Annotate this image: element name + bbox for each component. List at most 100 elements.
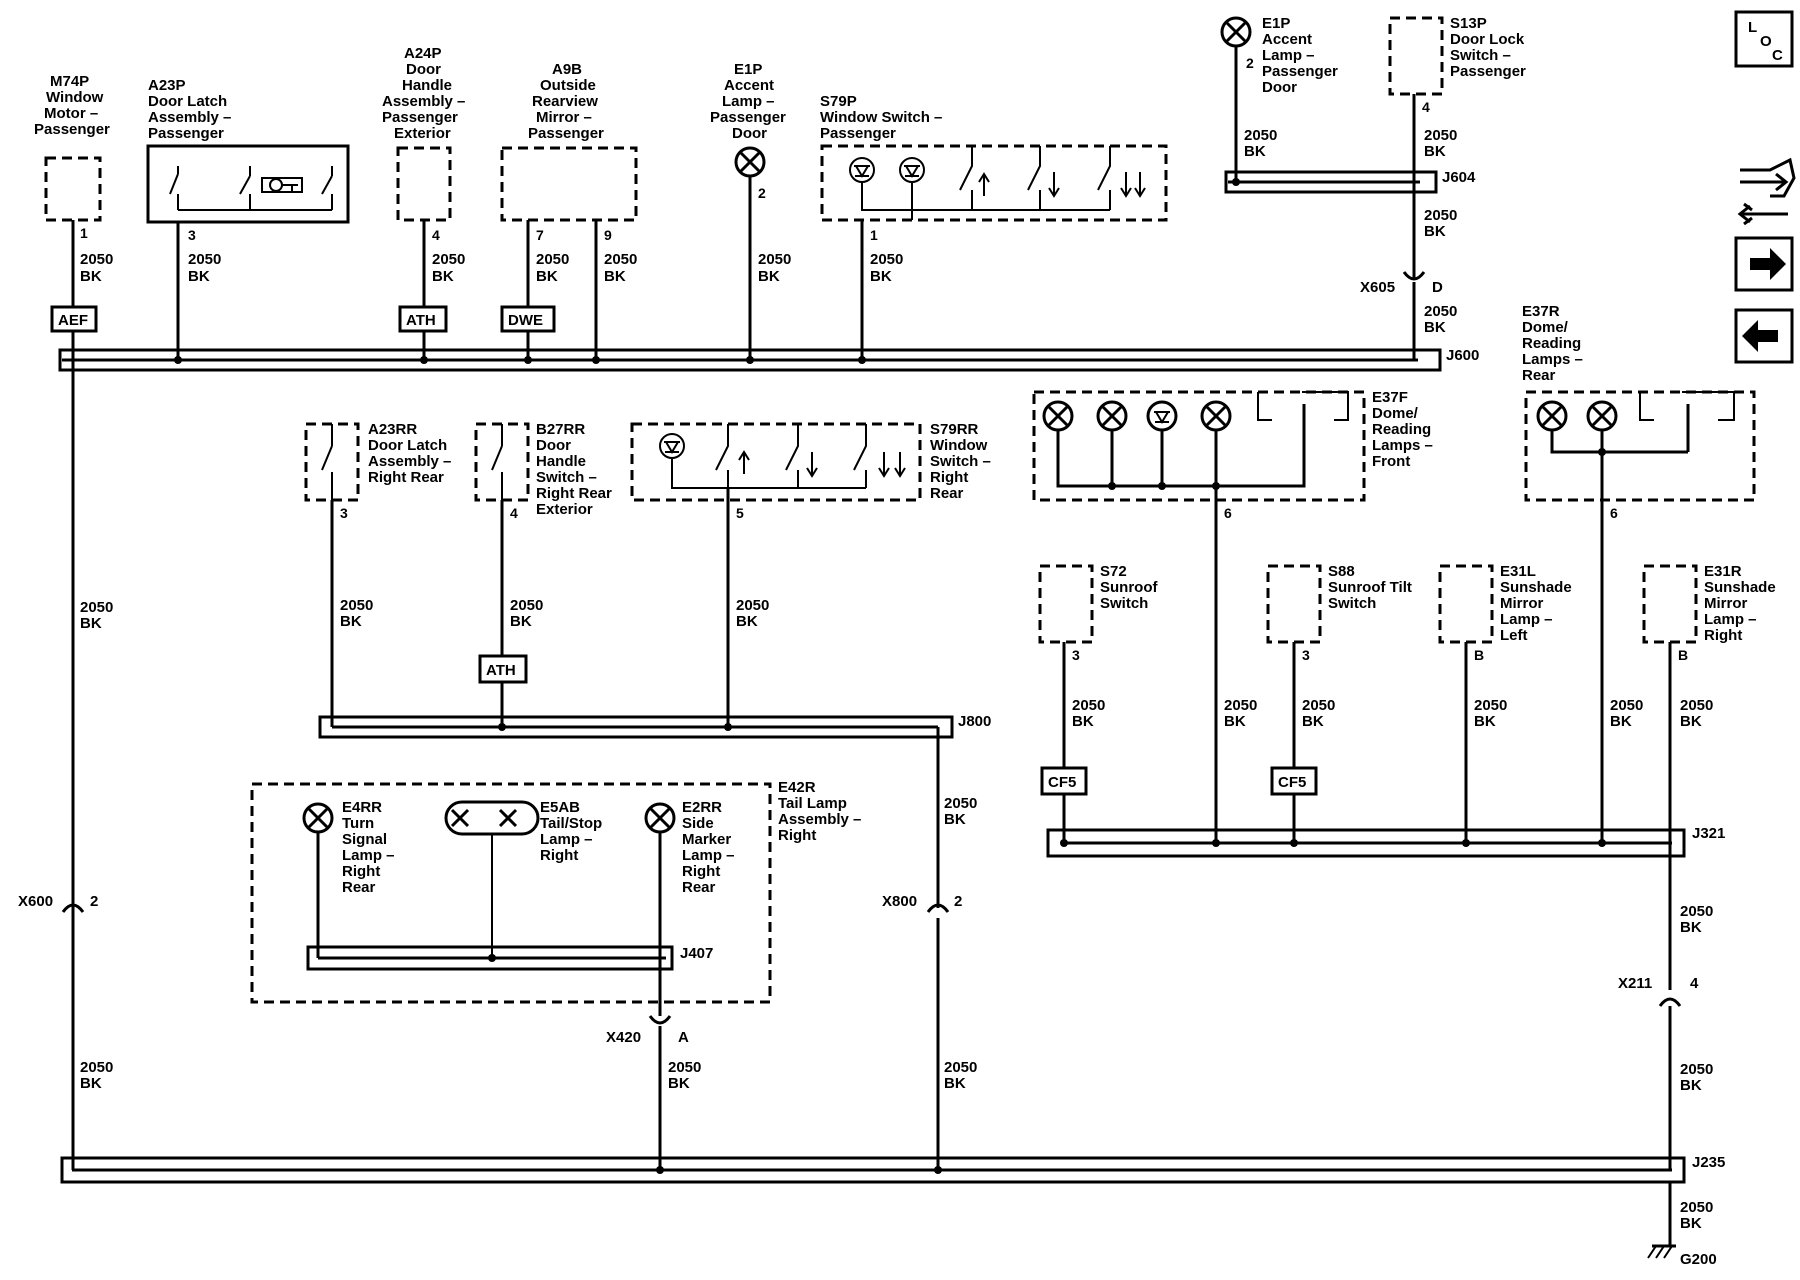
svg-text:BK: BK — [1424, 143, 1446, 160]
svg-text:2050: 2050 — [340, 597, 373, 614]
svg-text:E37F: E37F — [1372, 389, 1408, 406]
svg-text:X605: X605 — [1360, 279, 1395, 296]
svg-text:Dome/: Dome/ — [1522, 319, 1569, 336]
svg-text:1: 1 — [870, 227, 878, 243]
svg-text:J321: J321 — [1692, 825, 1725, 842]
lamp-icon — [734, 146, 766, 178]
svg-text:S72: S72 — [1100, 563, 1127, 580]
svg-text:2050: 2050 — [870, 251, 903, 268]
svg-text:4: 4 — [1422, 99, 1430, 115]
splice-j800: J800 — [318, 713, 991, 739]
svg-text:A9B: A9B — [552, 61, 582, 78]
loc-icon[interactable]: L O C — [1734, 10, 1794, 68]
svg-text:2050: 2050 — [668, 1059, 701, 1076]
svg-text:Right: Right — [342, 863, 380, 880]
svg-text:Sunroof Tilt: Sunroof Tilt — [1328, 579, 1412, 596]
svg-text:E4RR: E4RR — [342, 799, 382, 816]
svg-text:Mirror –: Mirror – — [536, 109, 592, 126]
svg-text:Sunroof: Sunroof — [1100, 579, 1158, 596]
svg-text:ATH: ATH — [486, 662, 516, 679]
svg-text:Lamp –: Lamp – — [540, 831, 593, 848]
component-s13p: S13P Door Lock Switch – Passenger 4 2050… — [1388, 15, 1526, 278]
svg-text:Rear: Rear — [682, 879, 716, 896]
svg-text:9: 9 — [604, 227, 612, 243]
dual-filament-lamp-icon — [444, 800, 540, 836]
svg-text:2050: 2050 — [1610, 697, 1643, 714]
lamp-icon — [1586, 400, 1618, 432]
svg-text:2: 2 — [1246, 55, 1254, 71]
svg-text:Passenger: Passenger — [1450, 63, 1526, 80]
svg-text:2050: 2050 — [432, 251, 465, 268]
svg-text:B: B — [1474, 647, 1484, 663]
svg-text:M74P: M74P — [50, 73, 89, 90]
svg-text:2050: 2050 — [1424, 207, 1457, 224]
svg-text:Right: Right — [930, 469, 968, 486]
component-s72: S72 Sunroof Switch 3 2050 BK CF5 — [1038, 563, 1158, 843]
svg-text:Rear: Rear — [930, 485, 964, 502]
svg-text:BK: BK — [340, 613, 362, 630]
svg-text:2050: 2050 — [1302, 697, 1335, 714]
svg-text:BK: BK — [80, 615, 102, 632]
svg-text:E1P: E1P — [734, 61, 762, 78]
svg-text:2050: 2050 — [80, 599, 113, 616]
component-e1p-accent-lamp-top: E1P Accent Lamp – Passenger Door 2 2050 … — [1220, 15, 1338, 182]
led-icon — [1146, 400, 1178, 432]
svg-text:Lamp –: Lamp – — [682, 847, 735, 864]
lamp-icon — [1536, 400, 1568, 432]
svg-text:CF5: CF5 — [1278, 774, 1306, 791]
svg-text:3: 3 — [1072, 647, 1080, 663]
svg-text:Tail/Stop: Tail/Stop — [540, 815, 602, 832]
component-e31l: E31L Sunshade Mirror Lamp – Left B 2050 … — [1438, 563, 1572, 843]
svg-text:BK: BK — [1680, 1077, 1702, 1094]
svg-text:X800: X800 — [882, 893, 917, 910]
key-icon — [261, 177, 303, 193]
svg-text:X420: X420 — [606, 1029, 641, 1046]
svg-text:Window: Window — [930, 437, 988, 454]
svg-text:2050: 2050 — [1680, 697, 1713, 714]
svg-text:A24P: A24P — [404, 45, 442, 62]
svg-text:2: 2 — [758, 185, 766, 201]
svg-text:Door Lock: Door Lock — [1450, 31, 1525, 48]
svg-text:2: 2 — [954, 893, 962, 910]
harness-icon[interactable] — [1737, 157, 1796, 226]
previous-page-arrow-icon[interactable] — [1734, 308, 1794, 364]
svg-text:E5AB: E5AB — [540, 799, 580, 816]
svg-text:Lamp –: Lamp – — [1704, 611, 1757, 628]
led-icon — [849, 157, 875, 183]
svg-text:X600: X600 — [18, 893, 53, 910]
svg-text:Right: Right — [540, 847, 578, 864]
svg-text:BK: BK — [1610, 713, 1632, 730]
next-page-arrow-icon[interactable] — [1734, 236, 1794, 292]
svg-text:S79RR: S79RR — [930, 421, 979, 438]
svg-text:2050: 2050 — [510, 597, 543, 614]
connector-x211: X211 4 2050 BK — [1618, 975, 1713, 1094]
svg-text:Tail Lamp: Tail Lamp — [778, 795, 847, 812]
svg-text:Assembly –: Assembly – — [148, 109, 231, 126]
svg-text:Switch –: Switch – — [1450, 47, 1511, 64]
svg-text:Right: Right — [682, 863, 720, 880]
svg-text:S79P: S79P — [820, 93, 857, 110]
svg-text:BK: BK — [944, 811, 966, 828]
lamp-icon — [1042, 400, 1074, 432]
svg-text:Handle: Handle — [402, 77, 452, 94]
svg-text:2050: 2050 — [944, 795, 977, 812]
svg-text:2: 2 — [90, 893, 98, 910]
svg-text:Rearview: Rearview — [532, 93, 598, 110]
svg-text:Passenger: Passenger — [710, 109, 786, 126]
svg-text:BK: BK — [1474, 713, 1496, 730]
svg-text:Door: Door — [1262, 79, 1297, 96]
splice-j407: J407 — [306, 945, 713, 971]
svg-text:Rear: Rear — [342, 879, 376, 896]
svg-text:A23P: A23P — [148, 77, 186, 94]
ground-icon — [1647, 1244, 1676, 1259]
component-e37f: E37F Dome/ Reading Lamps – Front 6 2050 … — [1032, 389, 1433, 843]
svg-text:BK: BK — [1680, 1215, 1702, 1232]
component-e42r: E42R Tail Lamp Assembly – Right E4RR Tur… — [250, 779, 861, 1016]
splice-j600: J600 — [58, 347, 1479, 372]
svg-text:L: L — [1748, 19, 1757, 36]
svg-text:Exterior: Exterior — [394, 125, 451, 142]
component-a24p: A24P Door Handle Assembly – Passenger Ex… — [382, 45, 465, 360]
svg-text:BK: BK — [510, 613, 532, 630]
svg-text:Mirror: Mirror — [1500, 595, 1544, 612]
